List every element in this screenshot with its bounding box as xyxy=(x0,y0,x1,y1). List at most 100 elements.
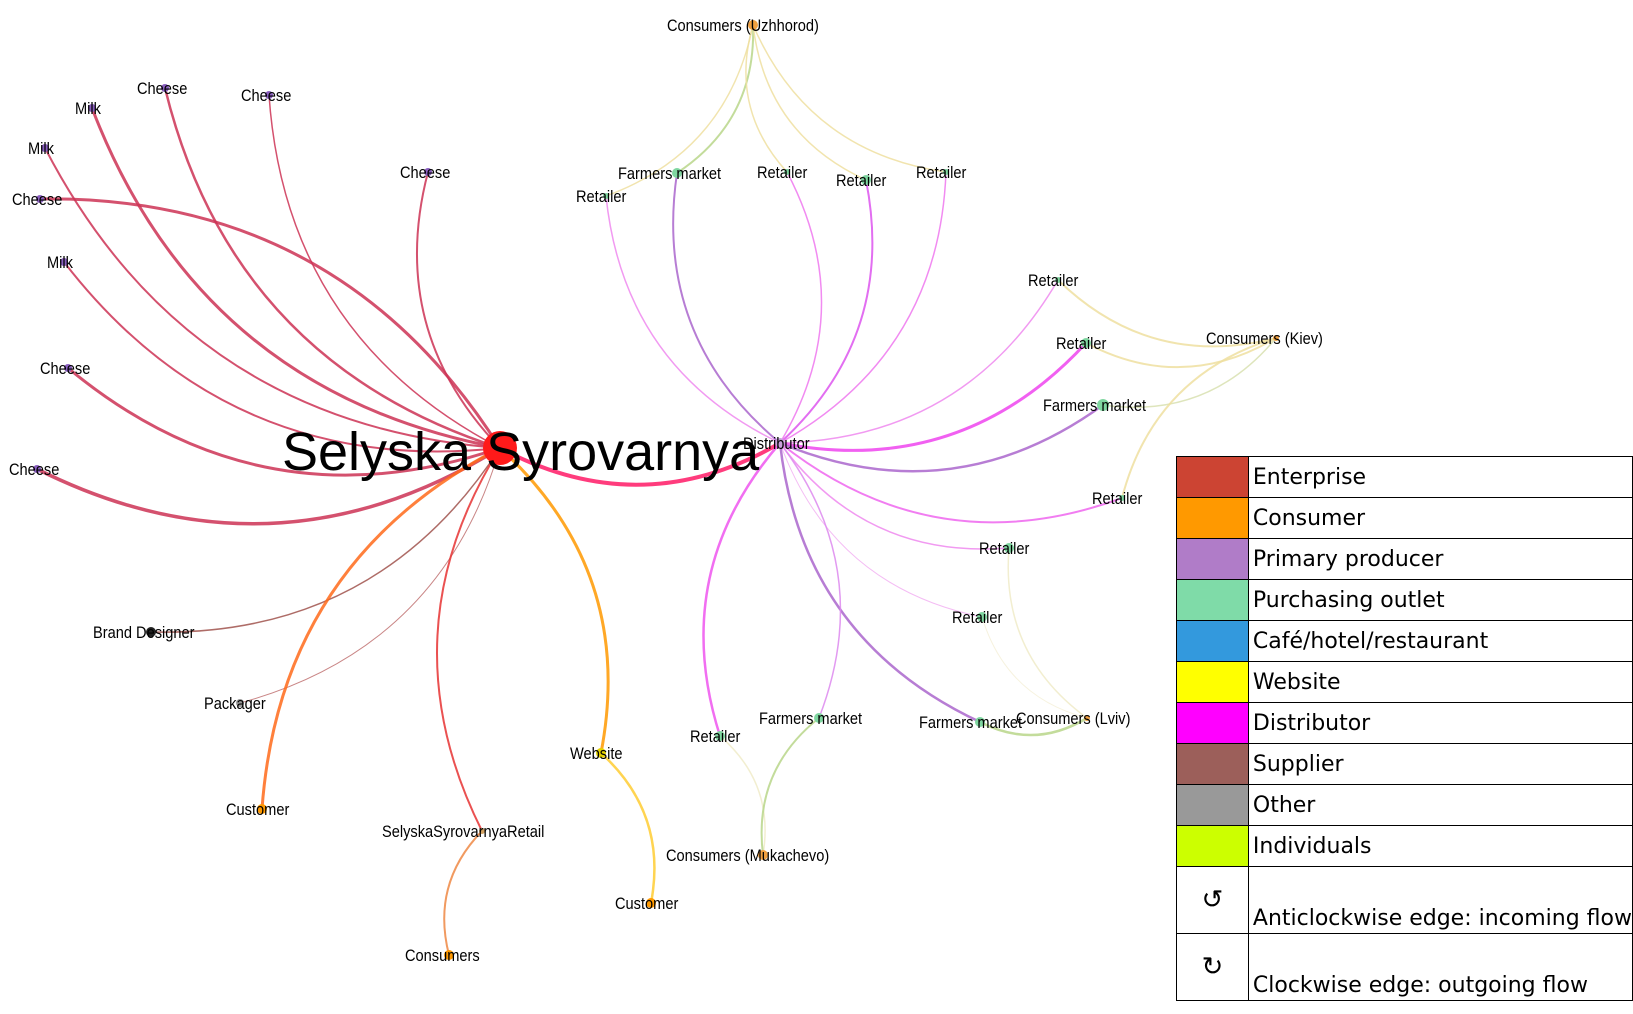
legend-label: Consumer xyxy=(1247,497,1633,539)
graph-node-cheese2 xyxy=(265,91,273,99)
legend-row: Purchasing outlet xyxy=(1176,579,1633,621)
legend-label: Other xyxy=(1247,784,1633,826)
legend-row: Individuals xyxy=(1176,825,1633,867)
node-label-brand: Brand Designer xyxy=(93,624,195,642)
graph-edge xyxy=(1057,279,1277,348)
node-label-distributor: Distributor xyxy=(743,435,810,453)
graph-edge xyxy=(745,24,788,173)
graph-node-customer2 xyxy=(646,898,656,908)
graph-edge xyxy=(779,279,1059,444)
graph-node-ret_l2 xyxy=(977,612,987,622)
graph-node-fm_l xyxy=(975,717,985,727)
node-label-milk3: Milk xyxy=(47,254,73,272)
legend-swatch xyxy=(1176,702,1249,744)
node-label-cheese6: Cheese xyxy=(9,461,60,479)
graph-edge xyxy=(779,171,947,444)
node-label-ret_uzh1: Retailer xyxy=(757,164,808,182)
graph-node-milk2 xyxy=(41,144,49,152)
nodes-layer xyxy=(33,20,1279,960)
graph-node-ret_uzh1 xyxy=(784,169,790,175)
node-label-cons_uzh: Consumers (Uzhhorod) xyxy=(667,17,819,35)
graph-edge xyxy=(415,171,501,449)
node-label-milk1: Milk xyxy=(75,100,101,118)
graph-edge xyxy=(436,447,501,832)
graph-edge xyxy=(979,716,1088,737)
node-label-ret_l1: Retailer xyxy=(979,540,1030,558)
legend-label: Purchasing outlet xyxy=(1247,579,1633,621)
node-label-ret_l2: Retailer xyxy=(952,609,1003,627)
legend-row: Consumer xyxy=(1176,497,1633,539)
graph-node-cheese4 xyxy=(36,195,44,203)
graph-edge xyxy=(779,171,823,444)
graph-edge xyxy=(719,735,766,856)
graph-edge xyxy=(498,446,610,754)
graph-node-distributor xyxy=(775,438,785,448)
graph-edge xyxy=(239,447,501,704)
legend-label: Café/hotel/restaurant xyxy=(1247,620,1633,662)
node-label-cheese5: Cheese xyxy=(40,360,91,378)
graph-edge xyxy=(779,179,874,444)
legend-row-clockwise: ↻ Clockwise edge: outgoing flow xyxy=(1176,933,1633,1001)
node-label-customer1: Customer xyxy=(226,801,290,819)
graph-node-ret_k1 xyxy=(1055,277,1061,283)
legend: Enterprise Consumer Primary producer Pur… xyxy=(1176,456,1633,1001)
graph-edge xyxy=(779,442,1123,524)
graph-edge xyxy=(260,446,501,810)
graph-node-fm_k xyxy=(1097,399,1109,411)
node-label-website: Website xyxy=(570,745,623,763)
node-label-fm_l: Farmers market xyxy=(919,714,1023,732)
graph-node-ret_uzh2 xyxy=(861,175,871,185)
node-label-ret_k2: Retailer xyxy=(1056,335,1107,353)
anticlockwise-label: Anticlockwise edge: incoming flow xyxy=(1247,866,1633,934)
node-label-customer2: Customer xyxy=(615,895,679,913)
node-label-cheese1: Cheese xyxy=(137,80,188,98)
graph-edge xyxy=(44,147,501,449)
graph-edge xyxy=(268,94,501,449)
legend-swatch xyxy=(1176,579,1249,621)
graph-node-ret_uzh0 xyxy=(603,193,609,199)
node-label-cheese2: Cheese xyxy=(241,87,292,105)
graph-node-cons_muk xyxy=(758,850,768,860)
node-label-fm_m: Farmers market xyxy=(759,710,863,728)
edges-layer xyxy=(36,24,1277,956)
legend-swatch xyxy=(1176,661,1249,703)
anticlockwise-icon: ↺ xyxy=(1176,866,1249,934)
graph-edge xyxy=(779,442,983,618)
legend-swatch xyxy=(1176,784,1249,826)
graph-edge xyxy=(752,24,867,181)
graph-edge xyxy=(67,366,501,477)
legend-row: Café/hotel/restaurant xyxy=(1176,620,1633,662)
graph-edge xyxy=(779,403,1104,473)
legend-row: Other xyxy=(1176,784,1633,826)
graph-node-ssretail xyxy=(479,828,485,834)
graph-edge xyxy=(1007,547,1088,719)
graph-edge xyxy=(36,446,501,526)
node-label-ret_k3: Retailer xyxy=(1092,490,1143,508)
node-label-ssretail: SelyskaSyrovarnyaRetail xyxy=(382,823,544,841)
graph-edge xyxy=(605,195,781,444)
legend-row: Website xyxy=(1176,661,1633,703)
legend-swatch xyxy=(1176,456,1249,498)
legend-swatch xyxy=(1176,620,1249,662)
legend-swatch xyxy=(1176,743,1249,785)
legend-row: Enterprise xyxy=(1176,456,1633,498)
legend-label: Website xyxy=(1247,661,1633,703)
graph-edge xyxy=(605,24,754,197)
graph-node-fm_uzh xyxy=(672,168,682,178)
legend-row: Primary producer xyxy=(1176,538,1633,580)
node-label-ret_m: Retailer xyxy=(690,728,741,746)
graph-edge xyxy=(981,616,1088,719)
graph-edge xyxy=(779,341,1088,452)
node-label-ret_uzh3: Retailer xyxy=(916,164,967,182)
graph-node-brand xyxy=(146,627,156,637)
node-label-packager: Packager xyxy=(204,695,266,713)
clockwise-icon: ↻ xyxy=(1176,933,1249,1001)
legend-swatch xyxy=(1176,538,1249,580)
graph-node-consumers xyxy=(444,950,454,960)
node-label-milk2: Milk xyxy=(28,140,54,158)
graph-edge xyxy=(150,447,501,633)
graph-node-ret_l1 xyxy=(1004,543,1014,553)
graph-node-cheese6 xyxy=(33,465,41,473)
